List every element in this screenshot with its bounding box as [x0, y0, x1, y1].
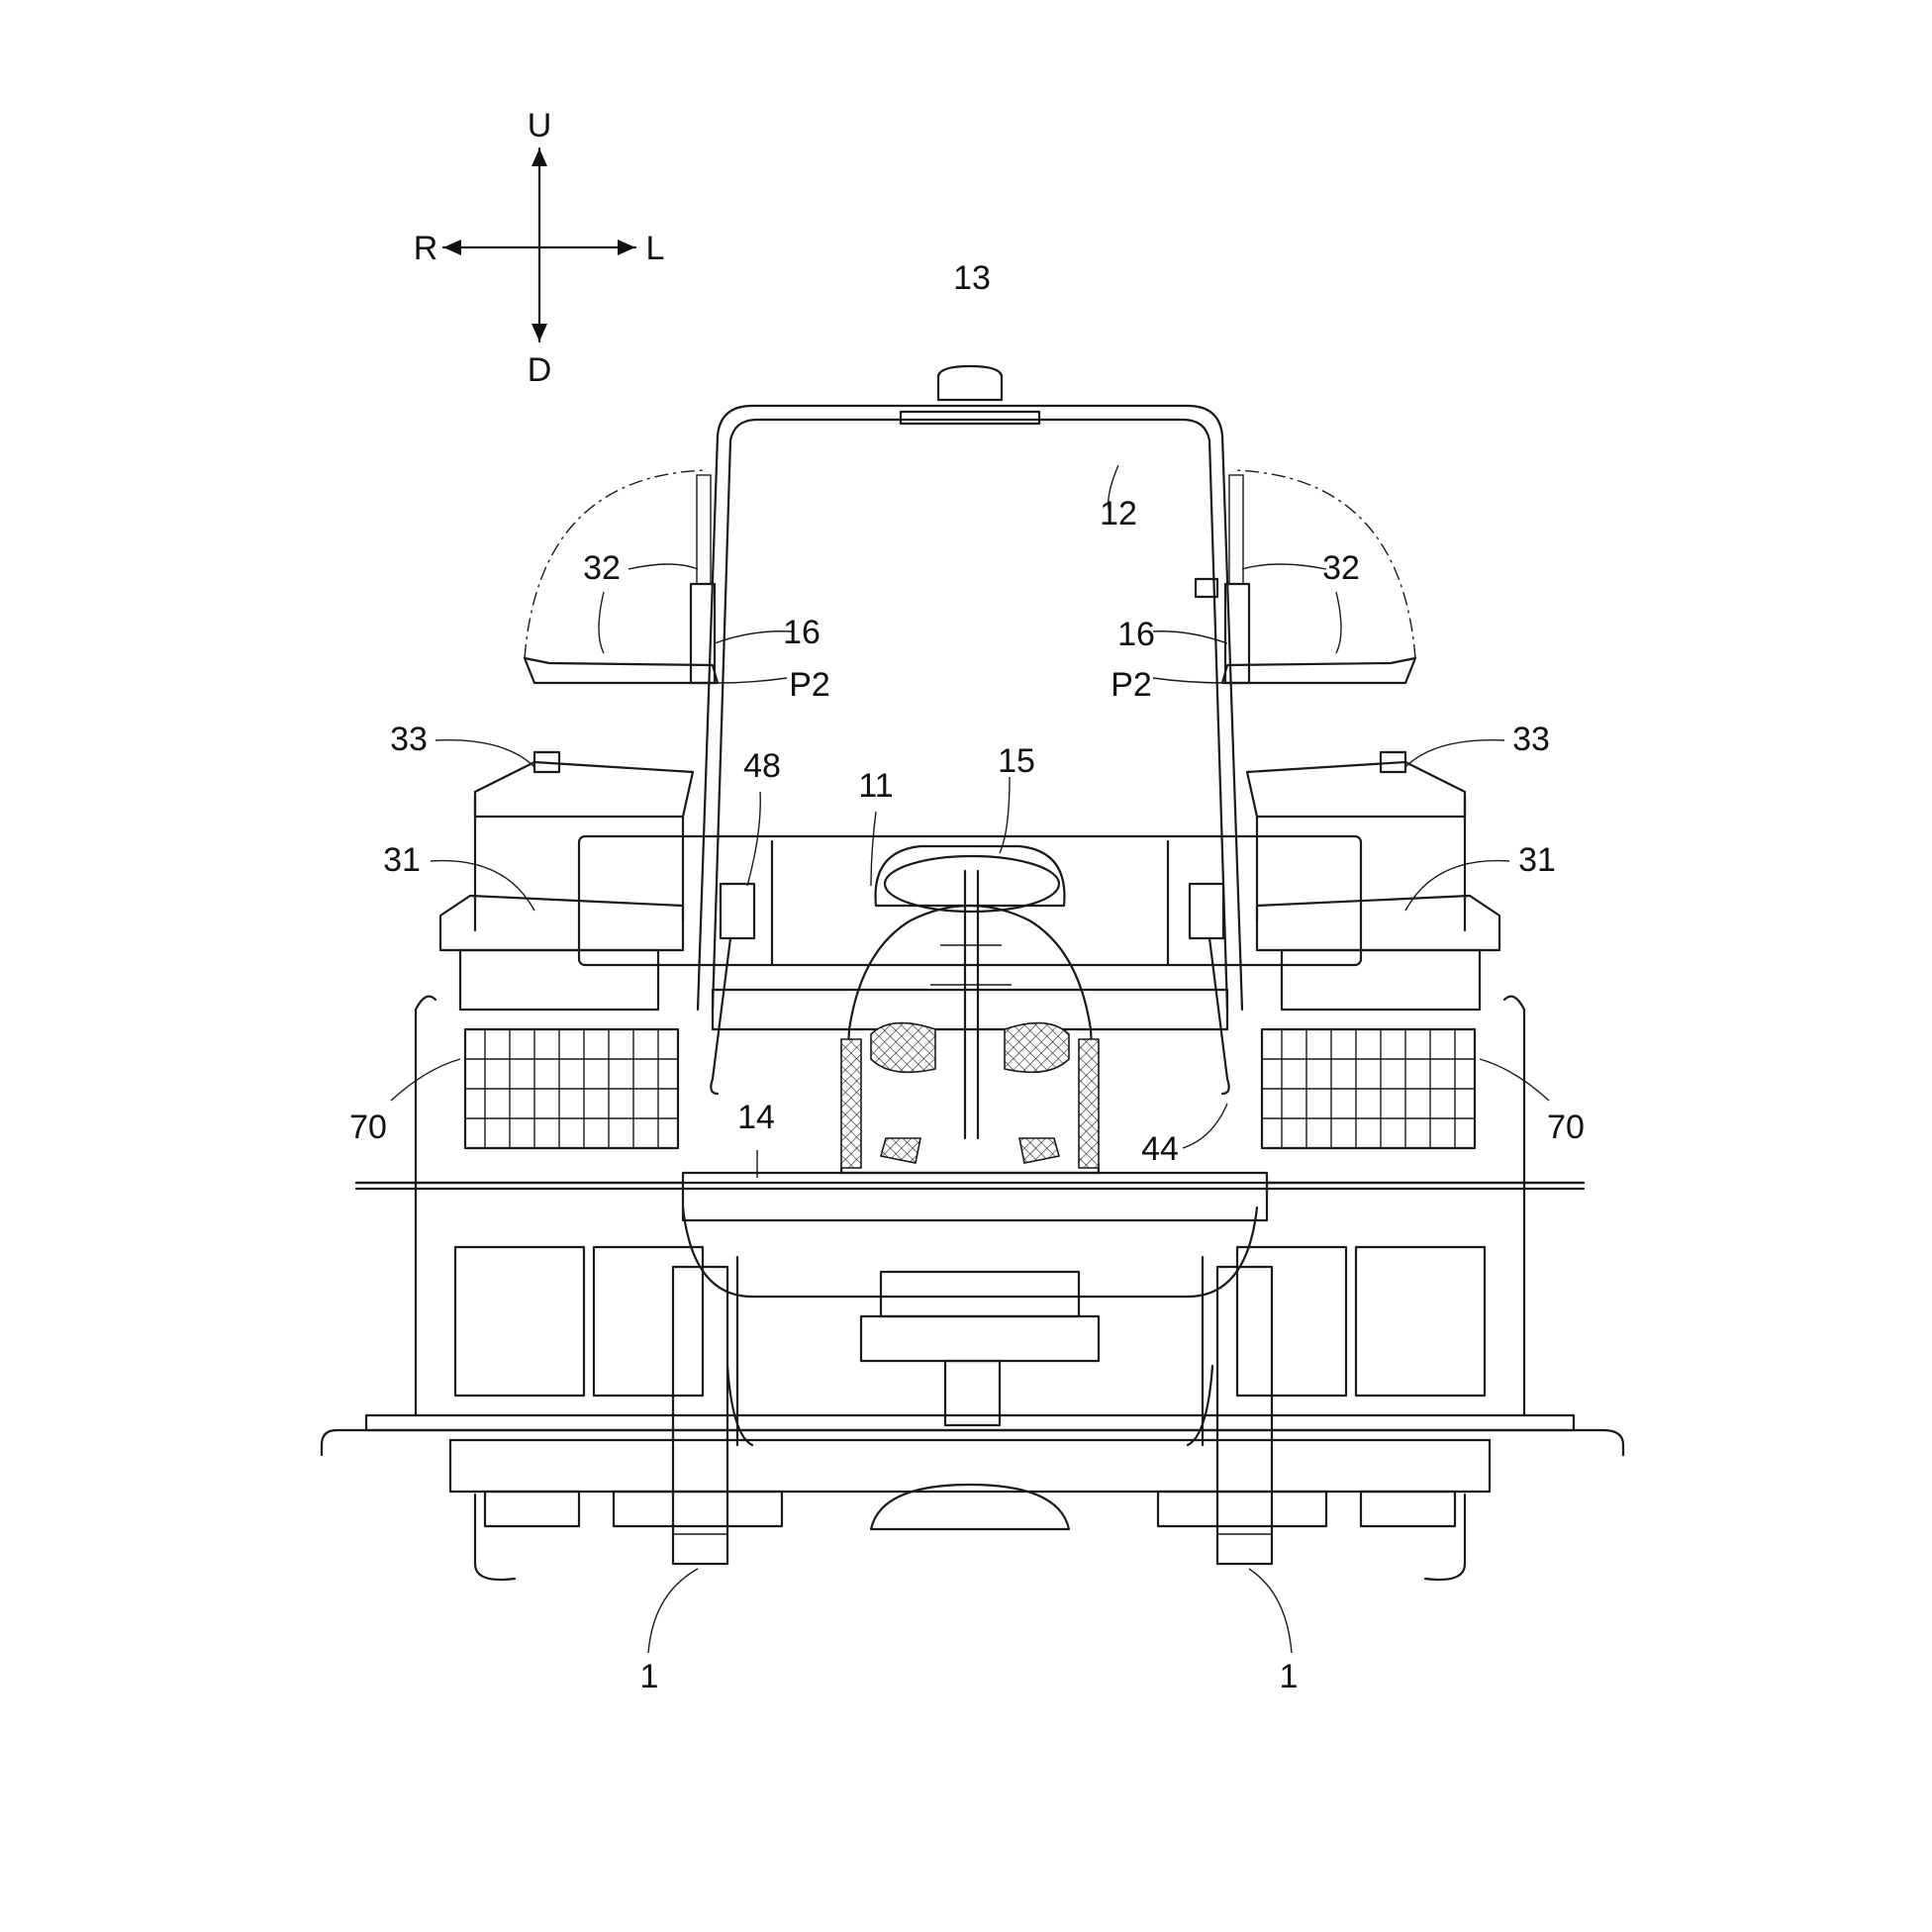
beacon-mount	[899, 410, 1041, 426]
lower-tray-left	[438, 894, 685, 1012]
roll-bar	[696, 364, 1244, 1012]
label-mirror-right: 32	[1322, 549, 1360, 587]
label-pivot-point-right: P2	[1111, 666, 1152, 704]
steering-column	[963, 869, 980, 1140]
label-seat: 11	[858, 767, 893, 805]
rotating-beacon	[936, 364, 1004, 402]
arrow-down-icon	[531, 324, 547, 341]
label-link-rod: 44	[1141, 1130, 1179, 1168]
basket-left	[463, 1027, 680, 1150]
mirror-assembly-right	[1194, 469, 1417, 685]
label-pivot-point-left: P2	[789, 666, 830, 704]
label-lever: 48	[743, 747, 781, 785]
front-wheel-left	[671, 1265, 729, 1566]
mirror-assembly-left	[523, 469, 720, 685]
basket-right	[1260, 1027, 1477, 1150]
seat-and-steering	[839, 844, 1101, 1175]
arrow-right-icon	[618, 240, 635, 255]
lower-tray-right	[1255, 894, 1501, 1012]
center-float	[869, 1483, 1071, 1531]
lever-box-left	[719, 882, 756, 940]
steering-wheel	[883, 854, 1061, 914]
label-front-wheel-left: 1	[640, 1658, 659, 1695]
label-mirror-left: 32	[583, 549, 621, 587]
reference-numerals: 13 12 32 32 16 16 P2 P2 33 33 31 31 48 1…	[349, 259, 1585, 1695]
step-floor	[354, 1171, 1586, 1222]
label-lower-tray-right: 31	[1518, 841, 1556, 879]
compass-label-r: R	[414, 230, 438, 267]
label-front-wheel-right: 1	[1280, 1658, 1299, 1695]
arrow-left-icon	[443, 240, 461, 255]
label-pivot-pin-left: 16	[783, 614, 821, 651]
label-rotating-beacon: 13	[953, 259, 991, 297]
compass-label-up: U	[528, 107, 552, 145]
levers	[710, 882, 1230, 1096]
label-basket-right: 70	[1547, 1109, 1585, 1146]
direction-compass: U D R L	[414, 107, 665, 389]
label-upper-tray-right: 33	[1512, 721, 1550, 758]
compass-label-l: L	[646, 230, 665, 267]
leader-lines	[390, 464, 1550, 1654]
arrow-up-icon	[531, 148, 547, 166]
label-roll-bar: 12	[1100, 495, 1137, 532]
front-wheel-right	[1215, 1265, 1274, 1566]
lever-box-right	[1188, 882, 1225, 940]
machine-body	[320, 834, 1625, 1582]
label-pivot-pin-right: 16	[1117, 616, 1155, 653]
label-basket-left: 70	[349, 1109, 387, 1146]
upper-tray-left	[473, 750, 695, 932]
label-upper-tray-left: 33	[390, 721, 428, 758]
compass-label-down: D	[528, 351, 552, 389]
upper-tray-right	[1245, 750, 1467, 932]
label-steering-wheel: 15	[998, 742, 1035, 780]
seat	[839, 904, 1101, 1175]
label-step-floor: 14	[737, 1099, 775, 1136]
chassis	[681, 1206, 1259, 1447]
label-lower-tray-left: 31	[383, 841, 421, 879]
